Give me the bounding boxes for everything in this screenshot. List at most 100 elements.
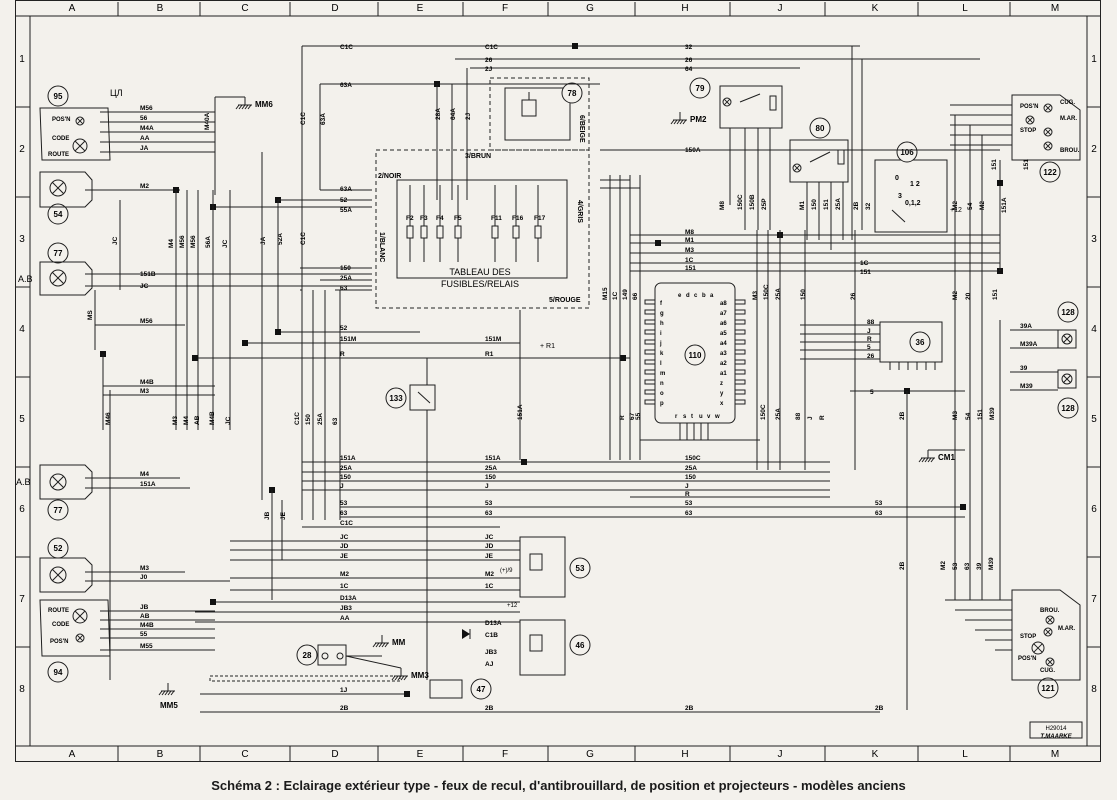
lamp-cross — [1046, 616, 1054, 624]
wire-label-m46: M46 — [105, 412, 112, 425]
wire-label-26-rv: 26 — [850, 292, 857, 300]
posn-lamp-icon-95 — [75, 116, 85, 126]
chip-pin-bottom: u — [699, 414, 703, 420]
wire-label-94-1: AB — [140, 613, 150, 620]
component-46-text: 46 — [576, 641, 585, 650]
wire-label-151b: 151B — [140, 271, 156, 278]
component-53 — [569, 557, 591, 579]
fuse-element-icon — [491, 225, 499, 239]
wire-label-20-l4: 20 — [965, 292, 972, 300]
component-128b-text: 128 — [1061, 404, 1075, 413]
component-121 — [1037, 677, 1059, 699]
posn-lamp-icon-94 — [75, 633, 85, 643]
chip-pin-right-label: a1 — [720, 371, 727, 377]
fuse-box-outline — [375, 149, 590, 309]
connector-label-4: 4/GRIS — [576, 200, 583, 223]
lamp-121-icon-0 — [1045, 615, 1055, 625]
chip-pin-right-label: a4 — [720, 341, 727, 347]
wire-label-vertical-2: M56 — [190, 235, 197, 248]
fuse-label: F16 — [512, 215, 524, 222]
chip-pin-right-icon — [734, 389, 746, 395]
wire-label-1j: 1J — [340, 687, 348, 694]
ground-hatch — [167, 690, 172, 696]
grid-col-label-top: G — [586, 3, 594, 14]
wire-label-63a-v: 63A — [320, 113, 327, 125]
relay-53-coil-icon — [529, 553, 543, 571]
component-54-text: 54 — [54, 210, 63, 219]
lamp-121-icon-3 — [1045, 657, 1055, 667]
wire-label-mid-2: 150 — [340, 474, 351, 481]
grid-col-label-bottom: H — [681, 749, 688, 760]
component-133-text: 133 — [389, 394, 403, 403]
switch-106-box — [874, 159, 948, 233]
chip-pin-right-label: x — [720, 401, 724, 407]
component-78-text: 78 — [568, 89, 577, 98]
grid-row-label-right: 5 — [1091, 414, 1097, 425]
diagram-frame — [15, 0, 1101, 762]
diode-icon — [462, 629, 470, 639]
wire-label-64a: 64A — [450, 108, 457, 120]
wire-label-right-2: M3 — [685, 247, 694, 254]
handwritten-12-106: +12 — [950, 207, 962, 214]
ground-hatch — [927, 457, 932, 463]
wire-label-je: JE — [280, 511, 287, 520]
junction-m1 — [655, 240, 661, 246]
wire-label-mid-b-0: 151A — [485, 455, 501, 462]
wire-label-36-3: 5 — [867, 344, 871, 351]
handwritten-note-53: (+)/9 — [500, 568, 513, 574]
wire-label-col-d-0: C1C — [294, 412, 301, 425]
component-128-text: 128 — [1061, 308, 1075, 317]
wire-label-jb3: JB3 — [340, 605, 352, 612]
relay-46-box — [519, 619, 566, 676]
grid-row-label-left: 8 — [19, 684, 25, 695]
chip-pin-left-icon — [644, 329, 656, 335]
rear-lamp-121-body — [1011, 589, 1081, 681]
wire-label-chip-v-2: 149 — [622, 289, 629, 300]
grid-row-label-right: 1 — [1091, 54, 1097, 65]
chip-pin-top: d — [686, 293, 690, 299]
wire-label-2b-1: 2B — [485, 705, 494, 712]
component-133 — [385, 387, 407, 409]
wire-label-25p: 25P — [761, 198, 768, 210]
switch-133-contact — [417, 391, 431, 404]
chip-pin-left-icon — [644, 389, 656, 395]
chip-pin-right-icon — [734, 399, 746, 405]
component-77b-text: 77 — [54, 506, 63, 515]
ground-hatch — [378, 642, 383, 648]
component-106 — [896, 141, 918, 163]
chip-pin-right-icon — [734, 319, 746, 325]
handwritten-12-53: +12 — [507, 603, 518, 609]
wire-label-151m: 151M — [340, 336, 356, 343]
chip-pin-bottom: t — [691, 414, 693, 420]
junction-53 — [960, 504, 966, 510]
fuse-box-title-1: TABLEAU DES — [449, 267, 510, 277]
chip-pin-right-icon — [734, 359, 746, 365]
wire-label-right-4: 151 — [685, 265, 696, 272]
component-106-text: 106 — [900, 148, 914, 157]
lamp-54-body — [39, 171, 93, 208]
wire-label-26b: 26 — [685, 57, 693, 64]
relay-46-coil-icon — [529, 634, 543, 652]
component-79 — [689, 77, 711, 99]
main-lamp-icon-95 — [72, 138, 88, 154]
lamp-label-route: ROUTE — [48, 152, 69, 158]
lamp-cross — [723, 98, 731, 106]
ground-hatch — [238, 104, 243, 110]
fuse-box-relay-area — [489, 77, 590, 151]
component-46 — [569, 634, 591, 656]
chip-pin-right-icon — [734, 369, 746, 375]
fuse-box-inner — [396, 179, 568, 279]
chip-pin-left-icon — [644, 339, 656, 345]
component-128b — [1057, 397, 1079, 419]
wire-label-95-1: 56 — [140, 115, 148, 122]
switch-80-contact — [809, 151, 831, 163]
wire-label-151m-2: 151M — [485, 336, 501, 343]
relay-53-box — [519, 536, 566, 598]
chip-pin-right-icon — [734, 299, 746, 305]
ground-hatch — [247, 104, 252, 110]
grid-row-label-right: 6 — [1091, 504, 1097, 515]
component-95-text: 95 — [54, 92, 63, 101]
grid-col-label-top: H — [681, 3, 688, 14]
fuse-label: F11 — [491, 215, 502, 222]
wire-label-relay53-b-3: M2 — [485, 571, 494, 578]
